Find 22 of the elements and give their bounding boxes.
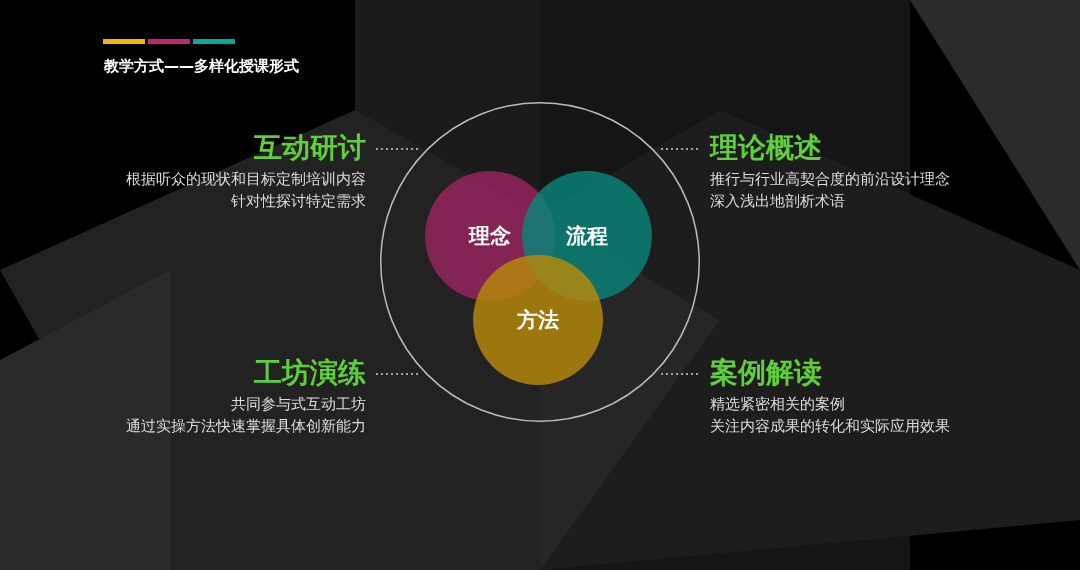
circle-label: 方法 [516, 307, 560, 334]
heading: 互动研讨 [253, 130, 366, 166]
heading: 理论概述 [710, 130, 823, 166]
heading: 案例解读 [710, 355, 823, 391]
title: 教学方式——多样化授课形式 [104, 57, 299, 76]
description: 深入浅出地剖析术语 [710, 191, 846, 212]
description: 共同参与式互动工坊 [230, 394, 366, 415]
leader-line [659, 148, 699, 150]
circle-label: 理念 [467, 223, 512, 250]
leader-line [375, 148, 421, 150]
description: 根据听众的现状和目标定制培训内容 [126, 169, 366, 190]
venn-circle [473, 255, 603, 385]
description: 推行与行业高契合度的前沿设计理念 [710, 169, 950, 190]
outline-circle [380, 102, 700, 422]
description: 通过实操方法快速掌握具体创新能力 [126, 416, 366, 437]
description: 针对性探讨特定需求 [230, 191, 366, 212]
circle-label: 流程 [565, 223, 609, 250]
description: 关注内容成果的转化和实际应用效果 [710, 416, 950, 437]
description: 精选紧密相关的案例 [710, 394, 846, 415]
leader-line [660, 373, 699, 375]
heading: 工坊演练 [253, 355, 366, 391]
leader-line [375, 373, 420, 375]
